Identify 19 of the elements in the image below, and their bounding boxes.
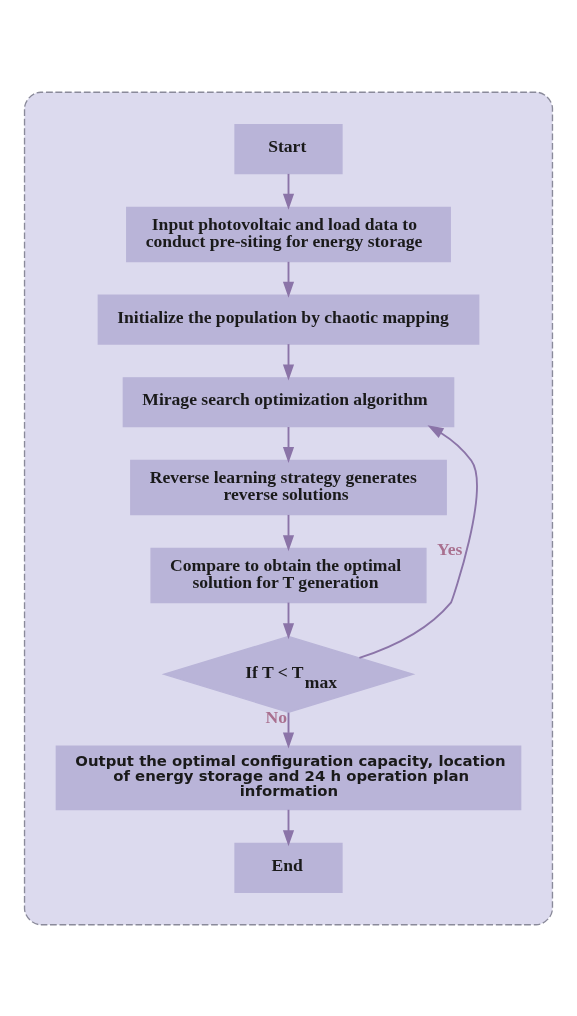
node-box: End [234,842,343,893]
arrow [282,425,295,463]
arrow [282,808,295,846]
node-box: Start [234,123,343,174]
arrow [282,342,295,380]
arrow [282,260,295,298]
node-box: Reverse learning strategy generates reverse solutions [130,459,447,515]
cluster [23,91,554,925]
node-box: Input photovoltaic and load data to conduct pre-siting for energy storage [126,206,451,262]
arrow [282,172,295,210]
arrow [282,711,295,748]
arrow [358,424,478,659]
node-box: Output the optimal configuration capacity, location of energy storage and 24 h operation plan information [55,744,522,810]
node-box: Mirage search optimization algorithm [122,376,455,427]
edge-label: Yes [436,538,463,559]
arrow [282,601,295,639]
node-box: Initialize the population by chaotic mapping [97,294,480,345]
arrow [282,513,295,551]
node-box: Compare to obtain the optimal solution for T generation [150,547,427,603]
